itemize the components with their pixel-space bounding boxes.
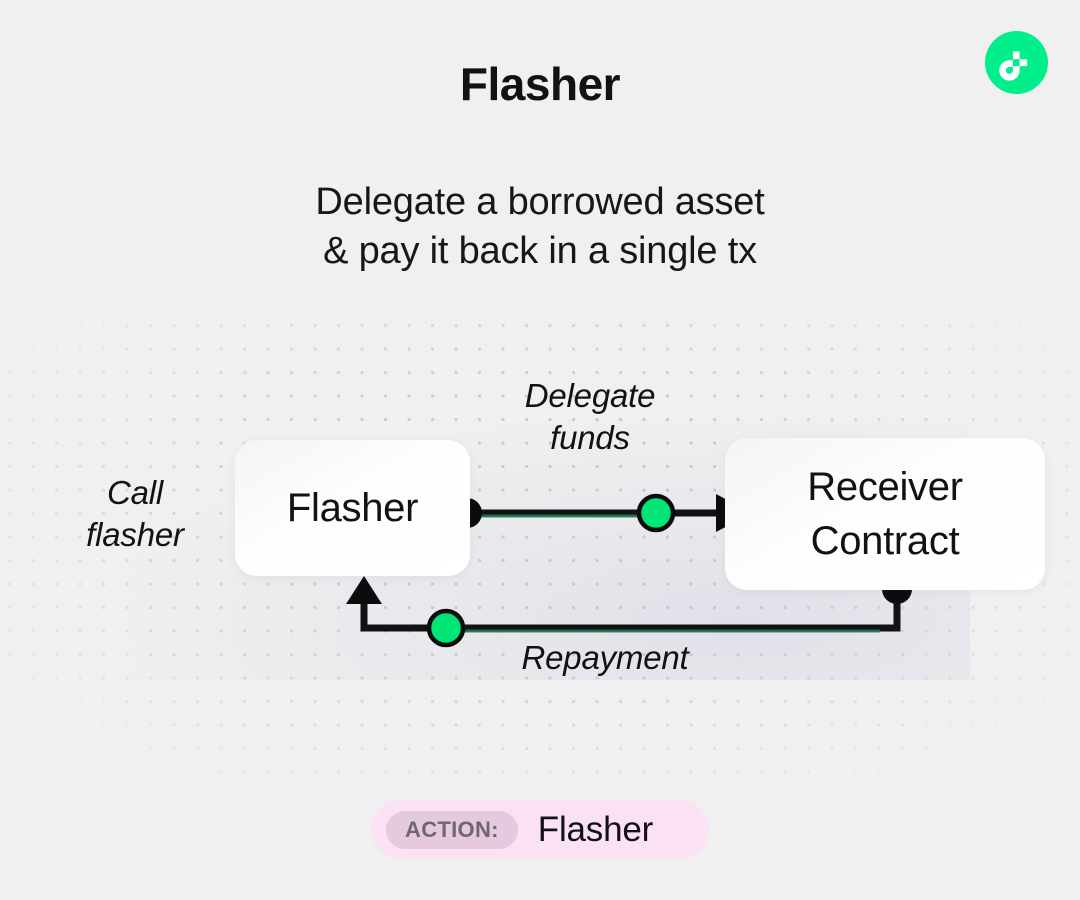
action-badge-value: Flasher — [537, 809, 654, 849]
edge-label-repayment: Repayment — [521, 639, 689, 676]
page-subtitle: Delegate a borrowed asset & pay it back … — [315, 181, 765, 272]
edge-token-delegate — [636, 493, 676, 533]
node-flasher-label: Flasher — [286, 485, 419, 530]
edge-label-call-flasher: Call flasher — [86, 474, 184, 553]
flow-logo-icon — [985, 31, 1048, 94]
edge-label-delegate-funds: Delegate funds — [524, 377, 656, 456]
node-receiver-contract[interactable]: Receiver Contract — [725, 438, 1045, 590]
node-receiver-contract-label: Receiver Contract — [807, 465, 963, 563]
edge-arrowhead-repayment — [346, 576, 382, 604]
node-flasher[interactable]: Flasher — [235, 440, 470, 576]
action-badge-label: ACTION: — [386, 810, 518, 849]
edge-token-repayment — [426, 608, 466, 648]
page-title: Flasher — [459, 58, 621, 110]
action-badge[interactable]: ACTION: Flasher — [371, 800, 709, 859]
